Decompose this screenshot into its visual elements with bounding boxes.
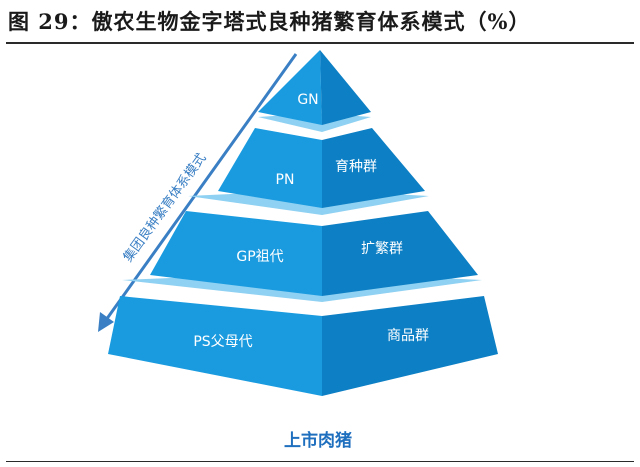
side-arrow [98, 53, 298, 332]
side-arrow-line [104, 53, 298, 321]
tier-gn-side [320, 50, 371, 125]
tier-label-ps: PS父母代 [193, 334, 252, 350]
tier-gn-front [258, 50, 322, 125]
footer-label: 上市肉猪 [284, 430, 352, 451]
tier-ps-side [322, 296, 498, 396]
tier-label-pn: PN [276, 172, 295, 188]
tier-gp-front [150, 211, 322, 296]
title-rule [6, 42, 634, 44]
tier-label-gn: GN [297, 92, 318, 108]
tier-label-breeding: 育种群 [335, 159, 377, 175]
tier-gp-side [322, 211, 478, 296]
tier-label-multiplier: 扩繁群 [361, 241, 403, 257]
tier-pn-front [218, 128, 322, 208]
side-arrow-head [98, 312, 114, 332]
figure-title: 图 29：傲农生物金字塔式良种猪繁育体系模式（%） [8, 9, 531, 34]
tier-label-commercial: 商品群 [387, 328, 429, 344]
tier-label-gp: GP祖代 [236, 249, 283, 265]
bottom-rule [6, 461, 634, 462]
tier-pn-side [322, 128, 425, 208]
tier-ps-front [108, 296, 322, 396]
